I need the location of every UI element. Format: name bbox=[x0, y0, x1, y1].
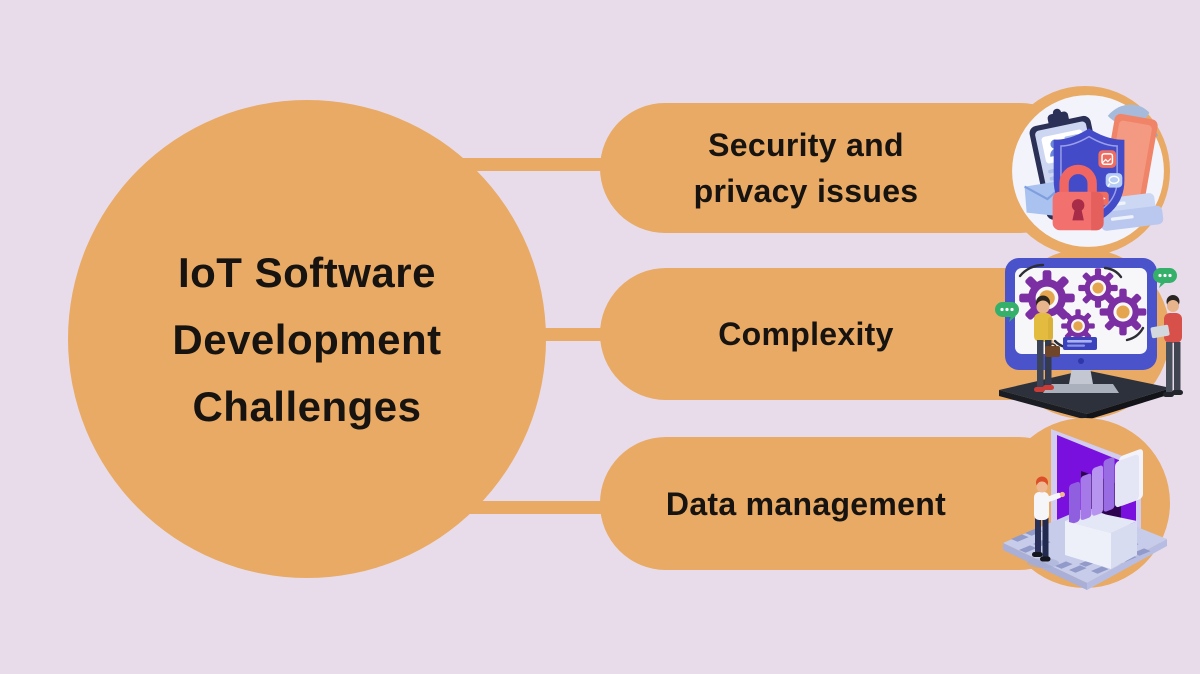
title-line: Development bbox=[172, 315, 442, 363]
label-line: Complexity bbox=[718, 316, 894, 352]
label-line: privacy issues bbox=[693, 173, 919, 209]
speech-bubble-icon bbox=[1153, 268, 1177, 288]
label-line: Security and bbox=[708, 127, 904, 163]
lock-icon bbox=[1052, 164, 1104, 231]
speech-bubble-icon bbox=[995, 302, 1019, 322]
person-archiving bbox=[1027, 476, 1065, 568]
connector-line-security bbox=[450, 158, 620, 171]
title-line: Challenges bbox=[192, 382, 422, 430]
challenge-label-complexity: Complexity bbox=[600, 268, 1012, 400]
person-with-briefcase bbox=[1034, 295, 1060, 392]
challenge-label-data-management: Data management bbox=[600, 437, 1012, 570]
laptop-folder-archive-icon bbox=[1003, 429, 1167, 590]
label-line: Data management bbox=[665, 485, 947, 522]
connector-line-data-management bbox=[450, 501, 620, 514]
monitor-gears-teamwork-icon bbox=[995, 258, 1183, 420]
title-line: IoT Software bbox=[177, 248, 436, 296]
security-shield-lock-icon bbox=[1012, 95, 1164, 247]
folder-box-icon bbox=[1065, 449, 1143, 569]
page-title: IoT Software Development Challenges bbox=[172, 239, 441, 440]
person-with-laptop bbox=[1150, 295, 1183, 397]
main-topic-circle: IoT Software Development Challenges bbox=[68, 100, 546, 578]
challenge-label-security: Security and privacy issues bbox=[600, 103, 1012, 233]
